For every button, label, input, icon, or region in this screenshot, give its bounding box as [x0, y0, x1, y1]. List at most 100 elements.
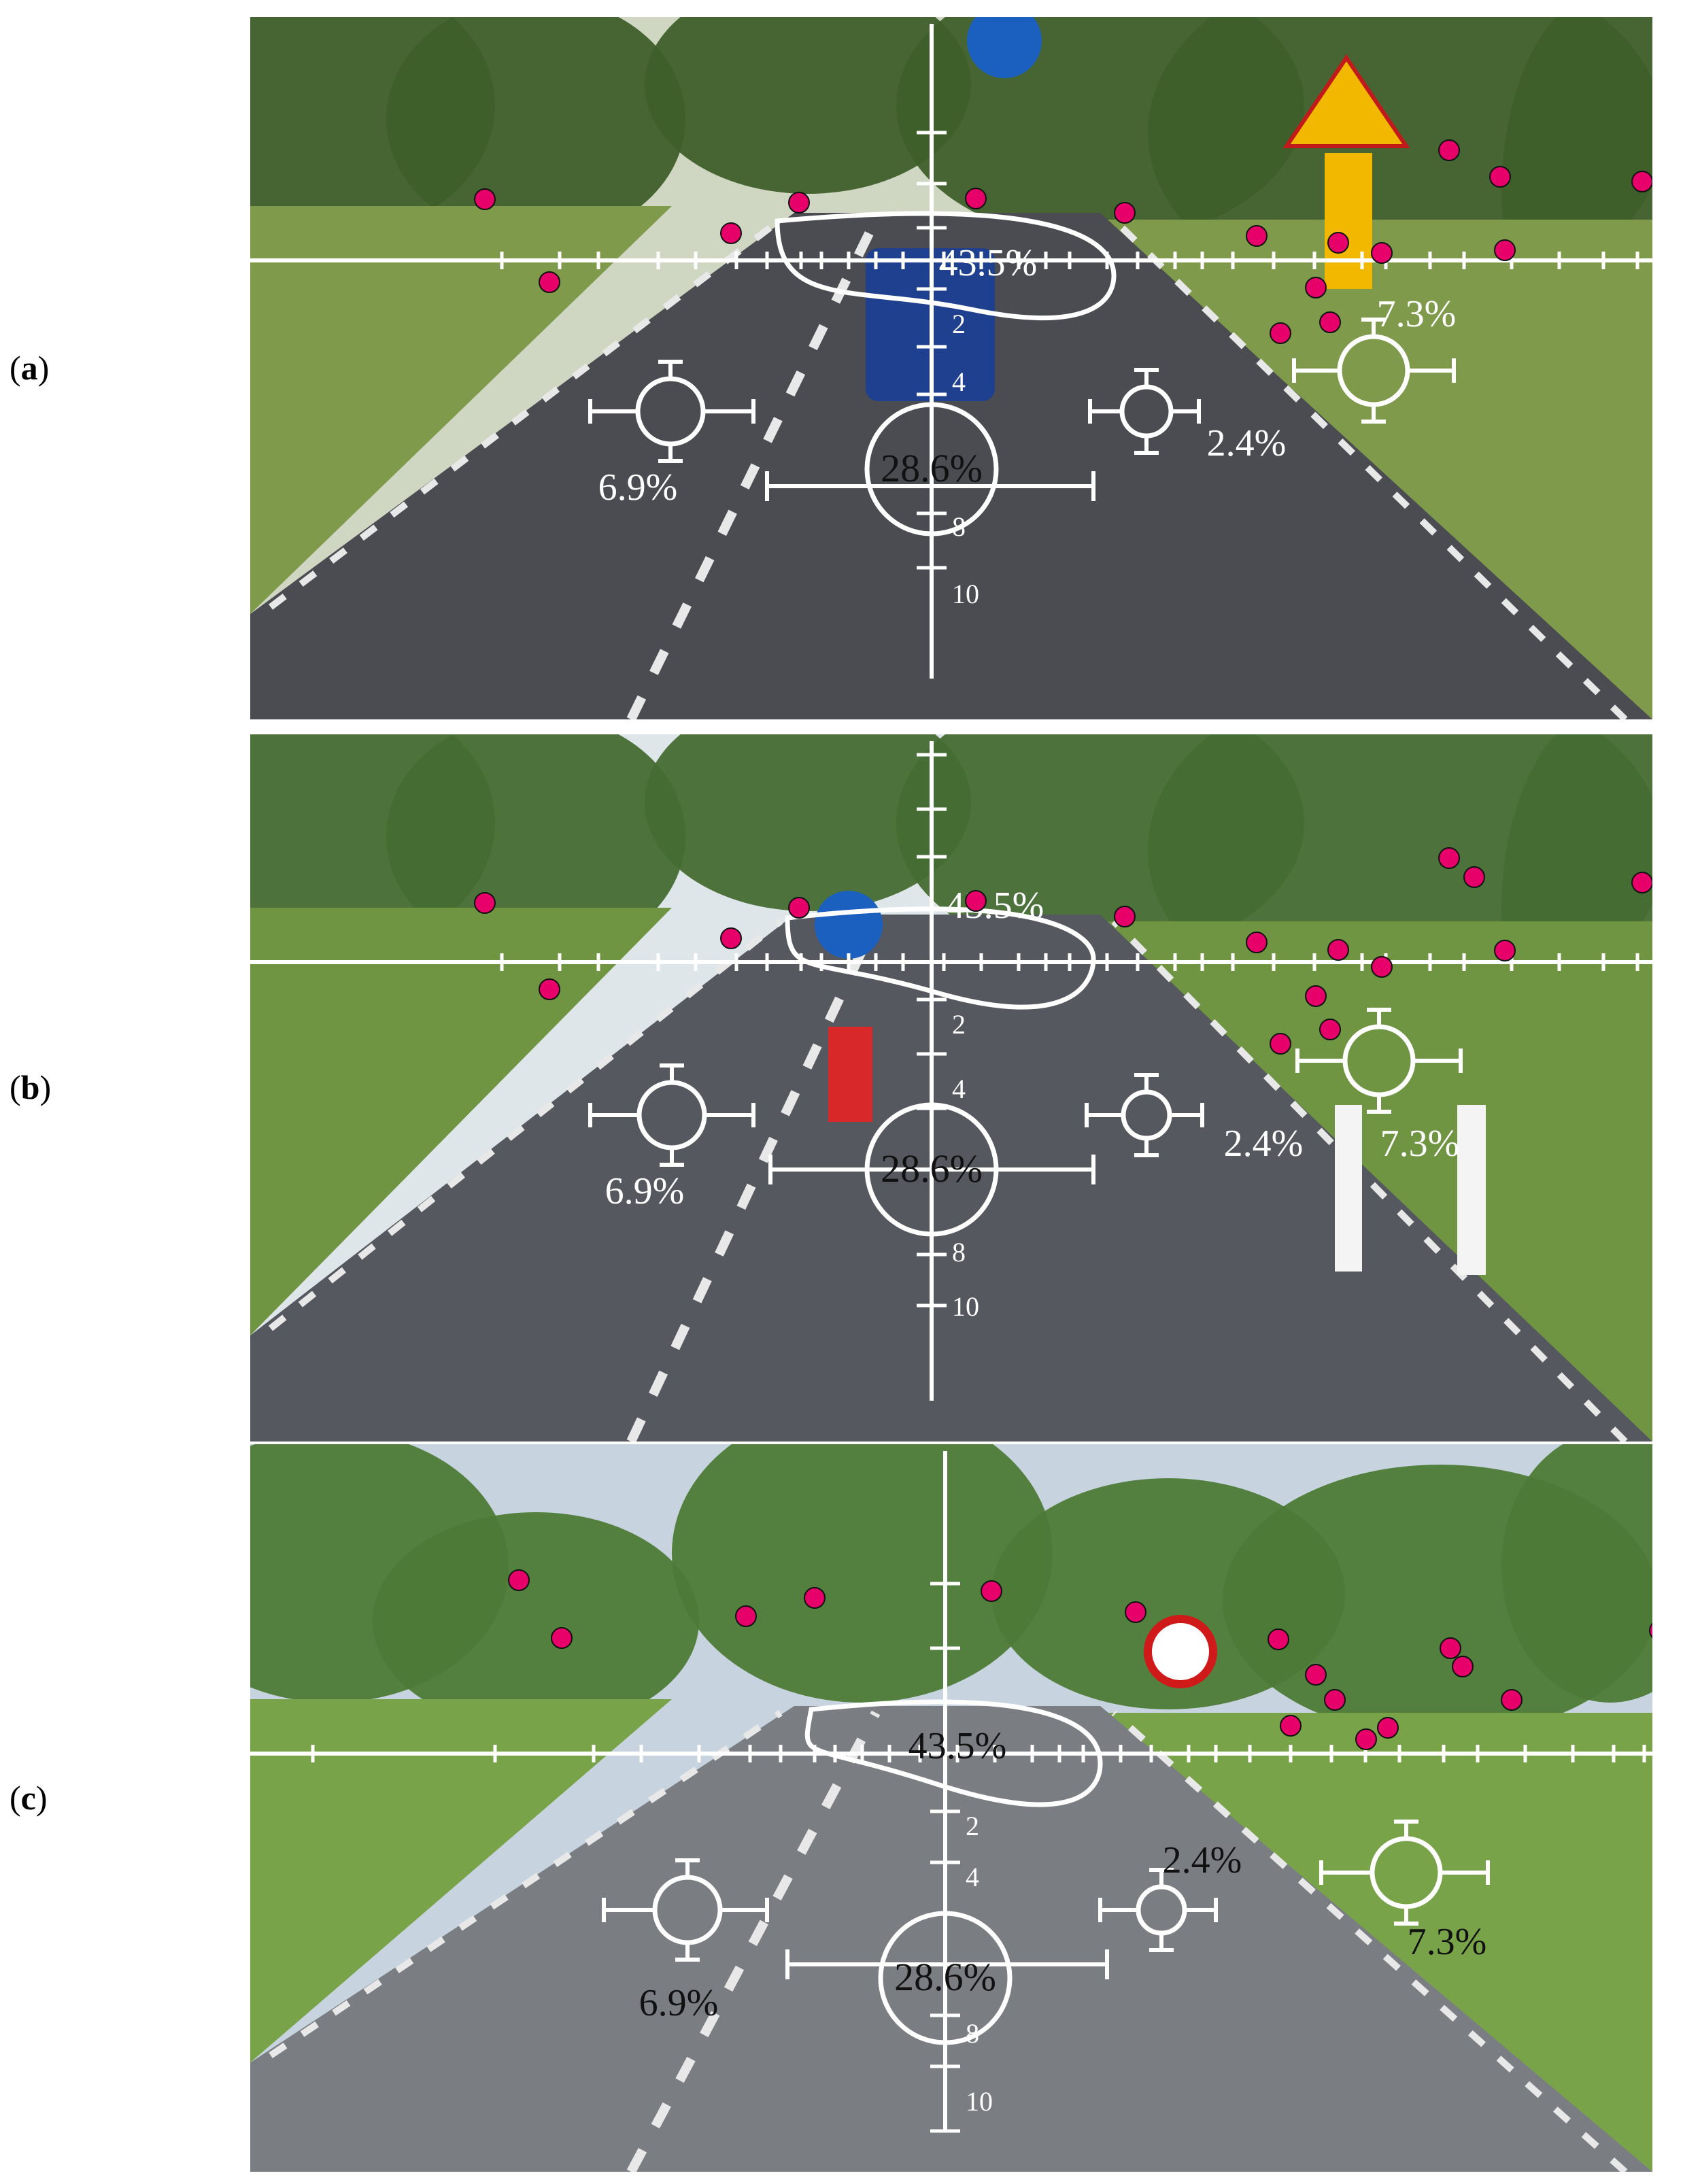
fixation-point [1327, 939, 1349, 961]
center-aoi-circle [864, 402, 999, 536]
fixation-point [1114, 202, 1136, 224]
fixation-point [804, 1587, 826, 1609]
right-zone-percentage: 7.3% [1408, 1921, 1487, 1963]
fixation-point [1319, 1019, 1341, 1040]
fixation-point [1327, 232, 1349, 254]
center-lane-marking [626, 217, 881, 719]
fixation-point [1114, 906, 1136, 927]
fixation-point [1270, 322, 1291, 344]
fixation-point [1440, 1637, 1461, 1659]
left-grass-verge [250, 908, 672, 1335]
fixation-point [539, 978, 560, 1000]
right-small-zone-percentage: 2.4% [1207, 422, 1287, 464]
fixation-point [1319, 311, 1341, 333]
fixation-point [981, 1580, 1002, 1602]
curve-sign [1325, 153, 1372, 289]
scale-label: 4 [952, 1074, 966, 1104]
fixation-point [965, 188, 987, 209]
keep-right-sign [967, 17, 1042, 78]
fixation-point [720, 927, 742, 949]
left-grass-verge [250, 1699, 672, 2063]
fixation-point [1649, 1622, 1652, 1639]
fixation-point [1438, 139, 1460, 161]
right-edge-marking [1111, 919, 1628, 1441]
roadside-post [1457, 1105, 1486, 1275]
fixation-point [1280, 1715, 1302, 1737]
speed-limit-sign [1144, 1615, 1217, 1688]
scale-label: 4 [966, 1862, 979, 1892]
warning-sign [1282, 54, 1410, 148]
fixation-point [965, 890, 987, 912]
left-edge-marking [268, 217, 783, 610]
center-aoi-circle [878, 1911, 1013, 2045]
fixation-point [720, 222, 742, 244]
fixation-point [1452, 1656, 1474, 1677]
top-aoi-oval [804, 1699, 1103, 1807]
top-aoi-oval [785, 906, 1096, 1010]
scale-label: 8 [952, 1237, 966, 1267]
fixation-point [539, 271, 560, 293]
fixation-point [551, 1627, 573, 1649]
fixation-point [1371, 956, 1393, 978]
trees [250, 1444, 1652, 1737]
panel-label-c: (c) [10, 1779, 48, 1817]
fixation-point [1463, 866, 1485, 888]
fixation-point [1270, 1033, 1291, 1055]
fixation-point [1494, 940, 1516, 961]
fixation-point [1371, 242, 1393, 264]
fixation-point [788, 192, 810, 214]
top-aoi-oval [775, 211, 1117, 321]
left-edge-marking [269, 1709, 783, 2058]
panel-label-b: (b) [10, 1068, 52, 1106]
scale-label: 10 [952, 1291, 979, 1322]
scale-label: 4 [952, 366, 966, 397]
left-zone-percentage: 6.9% [605, 1170, 685, 1212]
road-surface [250, 1706, 1652, 2172]
fixation-point [1501, 1689, 1523, 1711]
road-surface [250, 213, 1652, 719]
keep-right-sign [815, 891, 883, 959]
fixation-point [1324, 1689, 1346, 1711]
scale-label: 10 [966, 2086, 993, 2117]
right-edge-marking [1111, 217, 1628, 719]
scale-label: 2 [966, 1811, 979, 1841]
scale-label: 2 [952, 1009, 966, 1040]
fixation-point [1268, 1628, 1289, 1650]
fixation-point [1305, 277, 1327, 298]
top-zone-percentage: 43.5% [908, 1725, 1007, 1767]
fixation-point [788, 897, 810, 919]
fixation-point [1631, 171, 1652, 192]
left-zone-percentage: 6.9% [598, 466, 678, 509]
fixation-point [474, 892, 496, 914]
right-edge-marking [1111, 1710, 1628, 2172]
left-edge-marking [268, 919, 783, 1331]
fixation-point [1246, 932, 1268, 953]
center-lane-marking [626, 1710, 881, 2172]
fixation-point [735, 1605, 757, 1627]
fixation-point [1494, 239, 1516, 261]
panel-label-a: (a) [10, 349, 50, 387]
fixation-point [1305, 985, 1327, 1007]
scale-label: 8 [966, 2018, 979, 2049]
top-zone-percentage: 43.5% [946, 885, 1044, 927]
center-zone-percentage: 28.6% [881, 446, 983, 490]
fixation-point [1489, 166, 1511, 188]
fixation-point [1305, 1664, 1327, 1686]
fixation-point [474, 188, 496, 210]
scale-label: 2 [952, 309, 966, 339]
center-zone-percentage: 28.6% [894, 1955, 996, 1999]
road-surface [250, 915, 1652, 1441]
fixation-point [1246, 225, 1268, 247]
roadside-post [1335, 1105, 1362, 1272]
chevron-post [828, 1027, 872, 1122]
fixation-point [508, 1569, 530, 1591]
right-zone-percentage: 7.3% [1380, 1123, 1460, 1165]
